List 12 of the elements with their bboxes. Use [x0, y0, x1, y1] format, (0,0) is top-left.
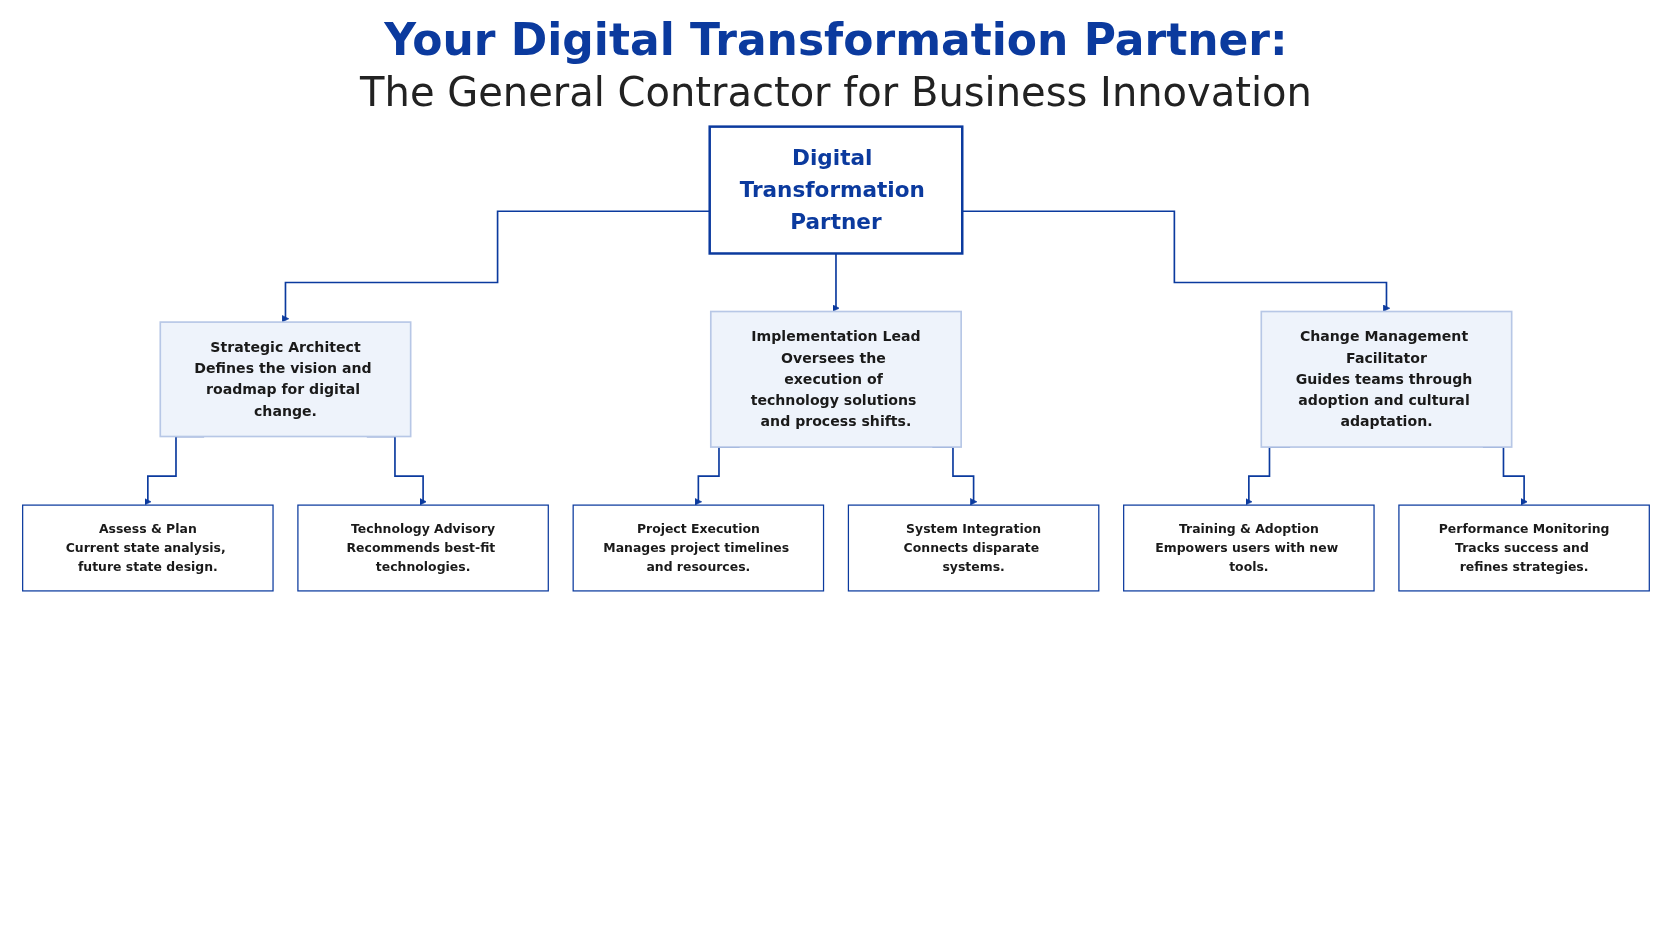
node-box: Implementation Lead Oversees the execution of technology solutions and process shifts.: [709, 310, 962, 448]
node-box: System Integration Connects disparate systems.: [847, 504, 1100, 592]
title: Your Digital Transformation Partner:: [384, 14, 1288, 65]
subtitle: The General Contractor for Business Innovation: [360, 69, 1312, 115]
node-box: Change Management Facilitator Guides teams through adoption and cultural adaptation.: [1260, 310, 1513, 448]
node-box: Technology Advisory Recommends best-fit technologies.: [297, 504, 549, 592]
node-box: Training & Adoption Empowers users with new tools.: [1123, 504, 1375, 592]
node-box: Strategic Architect Defines the vision and roadmap for digital change.: [159, 321, 412, 438]
node-box: Project Execution Manages project timelines and resources.: [572, 504, 825, 592]
node-box: Performance Monitoring Tracks success and refines strategies.: [1398, 504, 1650, 592]
node-box: Digital Transformation Partner: [708, 125, 964, 255]
node-box: Assess & Plan Current state analysis, future state design.: [22, 504, 274, 592]
